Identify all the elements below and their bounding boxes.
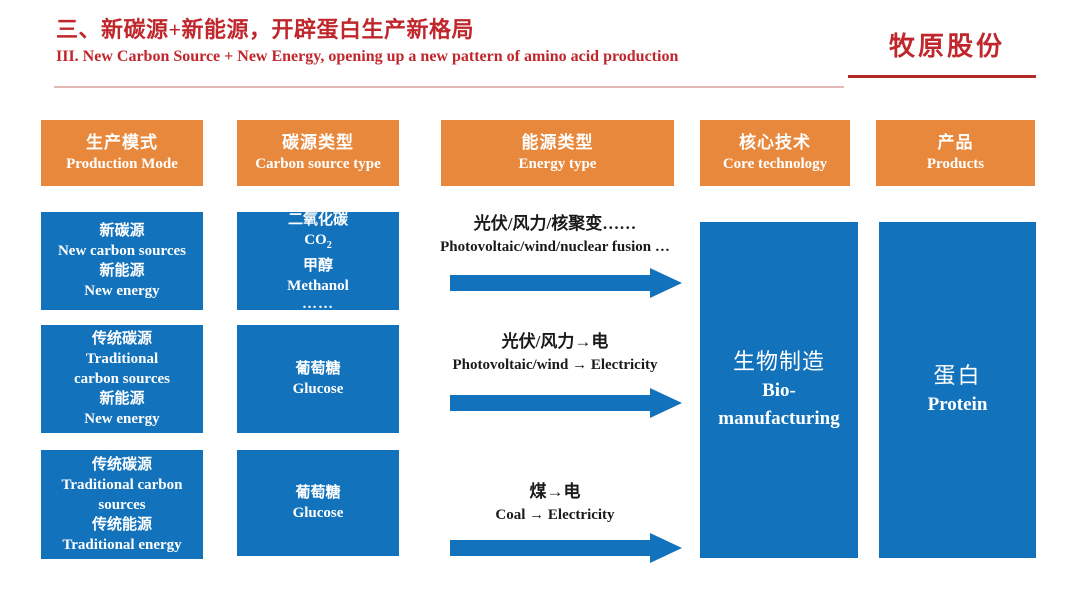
column-header-cn: 生产模式 <box>86 133 158 152</box>
column-header-products: 产品 Products <box>876 120 1035 186</box>
box-line: 二氧化碳 <box>287 212 348 228</box>
box-line: 甲醇 <box>302 258 333 274</box>
energy-label-cn: 光伏/风力→电 <box>501 332 609 351</box>
core-technology-en-line1: Bio- <box>762 380 796 401</box>
slide-header: 三、新碳源+新能源，开辟蛋白生产新格局 III. New Carbon Sour… <box>0 0 1080 92</box>
box-line: Methanol <box>287 278 349 294</box>
product-cn: 蛋白 <box>933 363 982 388</box>
box-line: 新碳源 <box>99 223 145 239</box>
energy-label-en: Coal → Electricity <box>495 507 615 523</box>
box-line-ellipsis: …… <box>302 296 334 312</box>
production-mode-box-2: 传统碳源 Traditional carbon sources 新能源 New … <box>41 325 203 433</box>
box-line: carbon sources <box>74 371 170 387</box>
box-line: 传统碳源 <box>91 331 152 347</box>
page-title-cn: 三、新碳源+新能源，开辟蛋白生产新格局 <box>56 17 475 42</box>
box-line: sources <box>98 496 146 513</box>
carbon-source-box-1: 二氧化碳 CO2 甲醇 Methanol …… <box>237 212 399 312</box>
energy-type-label-2: 光伏/风力→电 Photovoltaic/wind → Electricity <box>410 330 700 376</box>
column-header-cn: 核心技术 <box>739 133 811 152</box>
box-line: Traditional carbon <box>61 476 183 493</box>
production-mode-box-3: 传统碳源 Traditional carbon sources 传统能源 Tra… <box>41 450 203 559</box>
box-line: New energy <box>84 283 160 299</box>
header-divider <box>54 86 844 88</box>
column-header-carbon-source-type: 碳源类型 Carbon source type <box>237 120 399 186</box>
column-header-production-mode: 生产模式 Production Mode <box>41 120 203 186</box>
energy-label-en: Photovoltaic/wind → Electricity <box>452 357 658 373</box>
energy-type-label-3: 煤→电 Coal → Electricity <box>410 480 700 526</box>
formula-base: CO <box>304 232 327 248</box>
box-line: Traditional energy <box>62 536 182 553</box>
energy-label-cn: 光伏/风力/核聚变…… <box>473 214 637 233</box>
box-line: 传统能源 <box>91 516 152 533</box>
flow-arrow-3 <box>450 533 682 568</box>
column-header-cn: 碳源类型 <box>282 133 354 152</box>
column-header-cn: 产品 <box>937 133 974 152</box>
column-header-en: Energy type <box>518 156 597 172</box>
column-header-en: Production Mode <box>66 156 178 172</box>
energy-label-en: Photovoltaic/wind/nuclear fusion … <box>440 239 670 255</box>
box-line: Traditional <box>85 351 159 367</box>
column-header-core-technology: 核心技术 Core technology <box>700 120 850 186</box>
box-line: 新能源 <box>99 391 145 407</box>
box-line: 传统碳源 <box>91 456 152 473</box>
core-technology-cn: 生物制造 <box>732 349 825 374</box>
core-technology-box: 生物制造 Bio- manufacturing <box>700 222 858 558</box>
carbon-source-box-3: 葡萄糖 Glucose <box>237 450 399 556</box>
box-line: 葡萄糖 <box>295 361 341 377</box>
box-line: 新能源 <box>99 263 145 279</box>
box-line: 葡萄糖 <box>295 485 341 501</box>
brand-logo: 牧原股份 <box>888 32 1005 61</box>
carbon-source-box-2: 葡萄糖 Glucose <box>237 325 399 433</box>
column-header-cn: 能源类型 <box>521 133 594 152</box>
product-en: Protein <box>927 394 988 415</box>
flow-arrow-2 <box>450 388 682 423</box>
box-line: Glucose <box>292 381 344 397</box>
box-line: New carbon sources <box>57 243 187 259</box>
title-block: 三、新碳源+新能源，开辟蛋白生产新格局 III. New Carbon Sour… <box>56 16 856 68</box>
core-technology-en-line2: manufacturing <box>718 408 840 429</box>
production-mode-box-1: 新碳源 New carbon sources 新能源 New energy <box>41 212 203 310</box>
flow-arrow-1 <box>450 268 682 303</box>
energy-label-cn: 煤→电 <box>529 482 581 501</box>
brand-underline <box>848 75 1036 78</box>
box-line: New energy <box>84 411 160 427</box>
column-header-en: Products <box>926 156 985 172</box>
box-line: Glucose <box>292 505 344 521</box>
column-header-energy-type: 能源类型 Energy type <box>441 120 674 186</box>
product-box: 蛋白 Protein <box>879 222 1036 558</box>
box-line-formula: CO2 <box>304 230 332 256</box>
energy-type-label-1: 光伏/风力/核聚变…… Photovoltaic/wind/nuclear fu… <box>410 212 700 258</box>
column-header-en: Core technology <box>722 156 828 172</box>
column-header-en: Carbon source type <box>255 156 381 172</box>
formula-subscript: 2 <box>326 240 332 251</box>
page-title-en: III. New Carbon Source + New Energy, ope… <box>56 48 679 65</box>
